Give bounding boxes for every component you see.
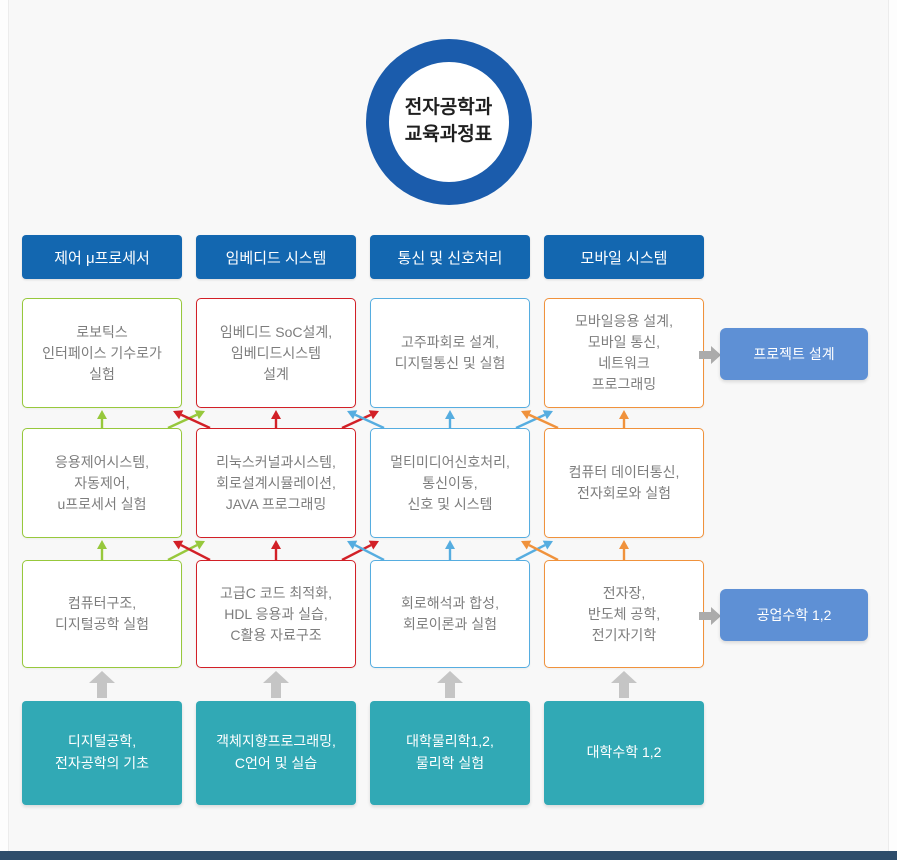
course-box: 로보틱스 인터페이스 기수로가 실험 [22, 298, 182, 408]
track-header-mobile: 모바일 시스템 [544, 235, 704, 279]
foundation-box: 객체지향프로그래밍, C언어 및 실습 [196, 701, 356, 805]
course-box: 회로해석과 합성, 회로이론과 실험 [370, 560, 530, 668]
side-output-project-design: 프로젝트 설계 [720, 328, 868, 380]
foundation-box: 디지털공학, 전자공학의 기초 [22, 701, 182, 805]
foundation-box: 대학물리학1,2, 물리학 실험 [370, 701, 530, 805]
footer-bar [0, 851, 897, 860]
cross-prereq-arrows [97, 540, 629, 560]
spacer [22, 279, 704, 298]
cross-prereq-arrows [97, 410, 629, 428]
prereq-arrows-row1 [22, 408, 704, 428]
course-box: 모바일응용 설계, 모바일 통신, 네트워크 프로그래밍 [544, 298, 704, 408]
title-badge: 전자공학과 교육과정표 [365, 39, 532, 205]
track-header-embedded: 임베디드 시스템 [196, 235, 356, 279]
course-box: 컴퓨터 데이터통신, 전자회로와 실험 [544, 428, 704, 538]
course-box: 컴퓨터구조, 디지털공학 실험 [22, 560, 182, 668]
course-box: 응용제어시스템, 자동제어, u프로세서 실험 [22, 428, 182, 538]
track-header-comm: 통신 및 신호처리 [370, 235, 530, 279]
side-output-engineering-math: 공업수학 1,2 [720, 589, 868, 641]
course-box: 고급C 코드 최적화, HDL 응용과 실습, C활용 자료구조 [196, 560, 356, 668]
curriculum-grid: 제어 μ프로세서 임베디드 시스템 통신 및 신호처리 모바일 시스템 로보틱스… [22, 235, 704, 805]
course-box: 임베디드 SoC설계, 임베디드시스템 설계 [196, 298, 356, 408]
foundation-arrows [22, 668, 704, 701]
right-arrow-icon [699, 607, 721, 625]
up-block-arrows [89, 671, 637, 698]
right-arrow-icon [699, 346, 721, 364]
foundation-box: 대학수학 1,2 [544, 701, 704, 805]
course-box: 멀티미디어신호처리, 통신이동, 신호 및 시스템 [370, 428, 530, 538]
course-box: 리눅스커널과시스템, 회로설계시뮬레이션, JAVA 프로그래밍 [196, 428, 356, 538]
page-title: 전자공학과 교육과정표 [404, 97, 493, 145]
track-header-control: 제어 μ프로세서 [22, 235, 182, 279]
prereq-arrows-row2 [22, 538, 704, 560]
course-box: 고주파회로 설계, 디지털통신 및 실험 [370, 298, 530, 408]
course-box: 전자장, 반도체 공학, 전기자기학 [544, 560, 704, 668]
